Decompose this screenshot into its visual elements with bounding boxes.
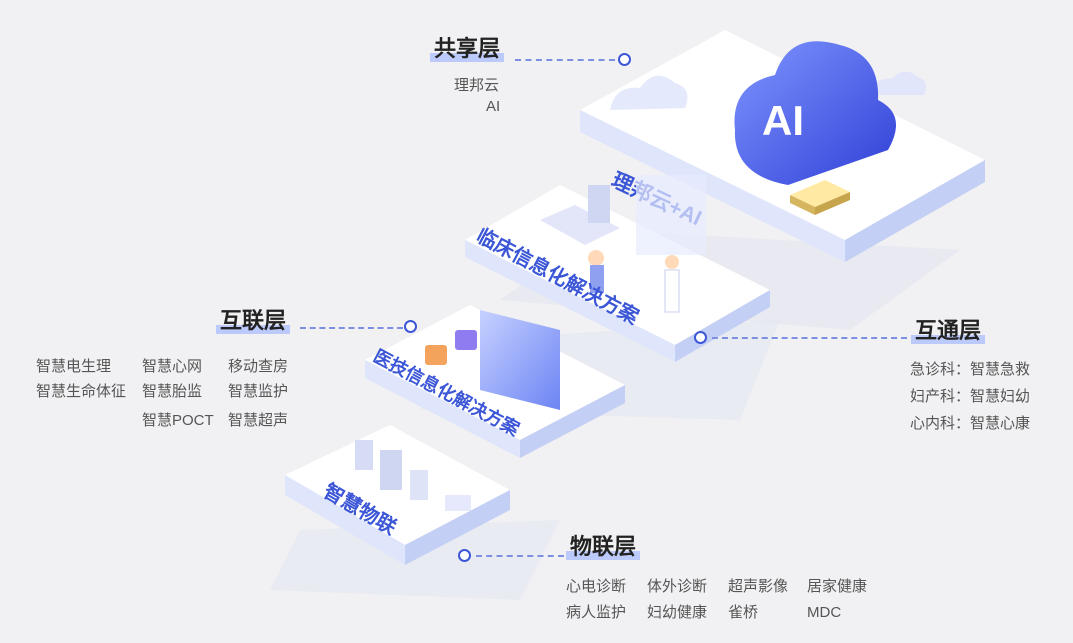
intercommunication-connector-dot <box>694 331 707 344</box>
interconnect-item: 智慧超声 <box>228 412 289 429</box>
shared-item: 理邦云 <box>454 77 500 94</box>
iot-platform: 智慧物联 <box>285 425 510 565</box>
iot-item: 心电诊断 <box>566 578 627 595</box>
iot-item: MDC <box>807 604 842 621</box>
interconnect-item: 智慧电生理 <box>36 358 112 375</box>
interconnect-item: 智慧心网 <box>142 358 203 375</box>
interconnect-item: 智慧POCT <box>142 412 214 429</box>
shared-connector-dot <box>618 53 631 66</box>
intercommunication-item: 妇产科：智慧妇幼 <box>910 388 1031 405</box>
interconnect-item: 智慧生命体征 <box>36 383 127 400</box>
intercommunication-layer-title: 互通层 <box>911 320 986 344</box>
intercommunication-connector <box>712 337 907 339</box>
iot-item: 超声影像 <box>728 578 789 595</box>
cloud-platform: AI 理邦云+AI <box>580 30 985 262</box>
iot-item: 病人监护 <box>566 604 627 621</box>
interconnect-connector <box>300 327 403 329</box>
shared-connector <box>515 59 615 61</box>
intercommunication-item: 急诊科：智慧急救 <box>910 361 1031 378</box>
interconnect-connector-dot <box>404 320 417 333</box>
shared-item: AI <box>486 98 501 115</box>
iot-item: 居家健康 <box>807 578 868 595</box>
intercommunication-item: 心内科：智慧心康 <box>910 415 1031 432</box>
iot-item: 雀桥 <box>728 604 759 621</box>
iot-item: 体外诊断 <box>647 578 708 595</box>
shared-layer-title: 共享层 <box>430 38 505 62</box>
interconnect-layer-title: 互联层 <box>216 310 291 334</box>
medtech-platform: 医技信息化解决方案 <box>365 305 625 458</box>
iot-connector-dot <box>458 549 471 562</box>
ai-badge-text: AI <box>762 97 804 144</box>
interconnect-item: 智慧胎监 <box>142 383 203 400</box>
iot-item: 妇幼健康 <box>647 604 708 621</box>
iot-connector <box>476 555 564 557</box>
interconnect-item: 智慧监护 <box>228 383 289 400</box>
iot-layer-title: 物联层 <box>566 536 641 560</box>
interconnect-item: 移动查房 <box>228 358 289 375</box>
